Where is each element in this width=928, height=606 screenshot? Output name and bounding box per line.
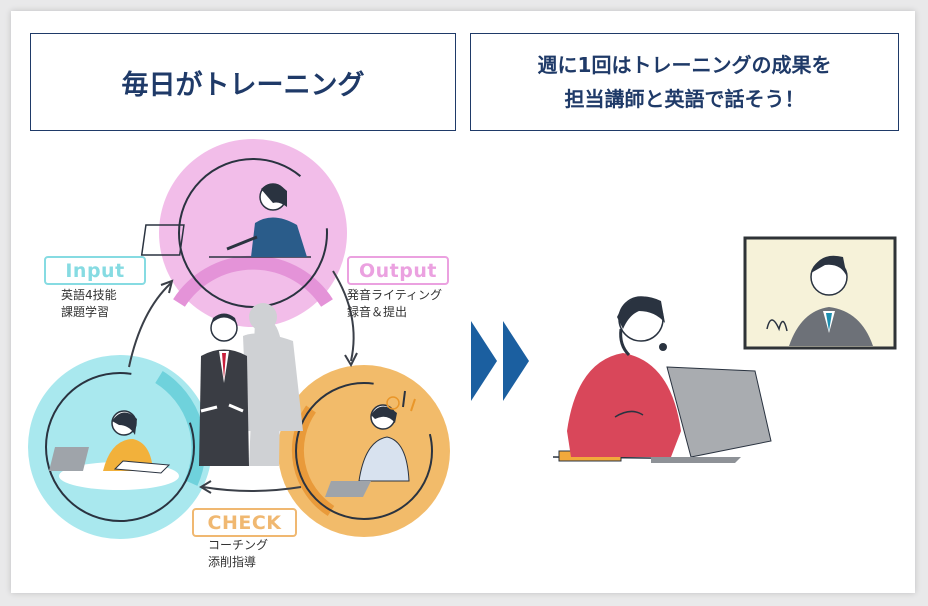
arrow-check-to-input [202,486,302,492]
online-lesson-student-illustration [552,296,772,463]
weekly-session-box: 週に1回はトレーニングの成果を 担当講師と英語で話そう！ [470,33,899,131]
student-with-headset-illustration [140,183,311,258]
check-circle [278,365,450,537]
content-card: 毎日がトレーニング 週に1回はトレーニングの成果を 担当講師と英語で話そう！ [11,11,915,593]
arrow-check-to-input-head [199,480,212,494]
thinking-student-illustration [325,390,416,497]
check-description: コーチング 添削指導 [208,537,268,571]
output-circle [159,139,347,327]
output-label: Output [347,256,449,285]
input-label: Input [44,256,146,285]
arrow-output-to-check-head [344,352,358,368]
video-call-teacher-frame [743,236,897,350]
weekly-session-text: 週に1回はトレーニングの成果を 担当講師と英語で話そう！ [538,48,832,116]
chevron-right-icon [471,321,529,401]
output-desc-line2: 録音＆提出 [347,305,408,319]
input-description: 英語4技能 課題学習 [61,287,117,321]
arrow-input-to-output [128,282,172,368]
input-desc-line1: 英語4技能 [61,288,117,302]
training-cycle-diagram [28,139,897,539]
daily-training-box: 毎日がトレーニング [30,33,456,131]
studying-student-illustration [49,410,171,474]
input-desc-line2: 課題学習 [61,305,110,319]
check-desc-line2: 添削指導 [208,555,257,569]
output-desc-line1: 発音ライティング [347,288,443,302]
arrow-output-to-check [332,270,355,362]
weekly-session-line2: 担当講師と英語で話そう！ [564,87,805,111]
arrow-input-to-output-head [160,279,174,294]
daily-training-title: 毎日がトレーニング [121,69,365,101]
check-label: CHECK [192,508,297,537]
teacher-illustration [199,303,303,466]
weekly-session-line1: 週に1回はトレーニングの成果を [537,53,832,77]
output-description: 発音ライティング 録音＆提出 [347,287,442,321]
check-desc-line1: コーチング [208,538,269,552]
